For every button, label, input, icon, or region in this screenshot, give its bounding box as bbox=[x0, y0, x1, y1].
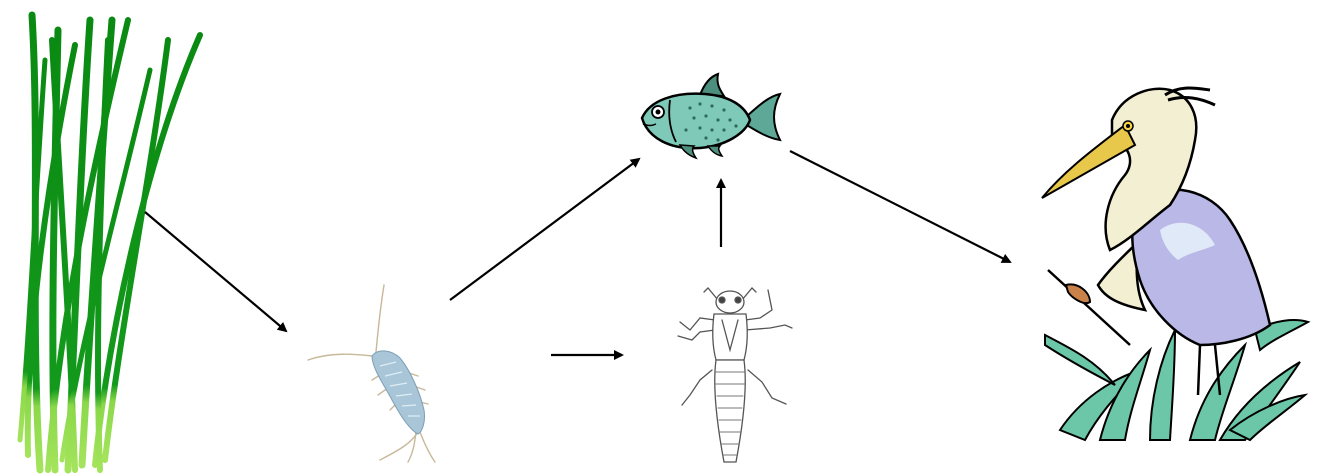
arrows bbox=[145, 151, 1010, 355]
arrow-fish-to-heron bbox=[790, 151, 1010, 262]
heron-icon bbox=[1042, 88, 1308, 440]
arrow-grass-to-silverfish bbox=[145, 212, 286, 331]
grass-icon bbox=[20, 15, 200, 470]
insect-nymph-icon bbox=[678, 288, 792, 462]
arrow-silverfish-to-fish bbox=[450, 159, 639, 300]
silverfish-icon bbox=[308, 285, 435, 462]
fish-icon bbox=[642, 74, 780, 158]
